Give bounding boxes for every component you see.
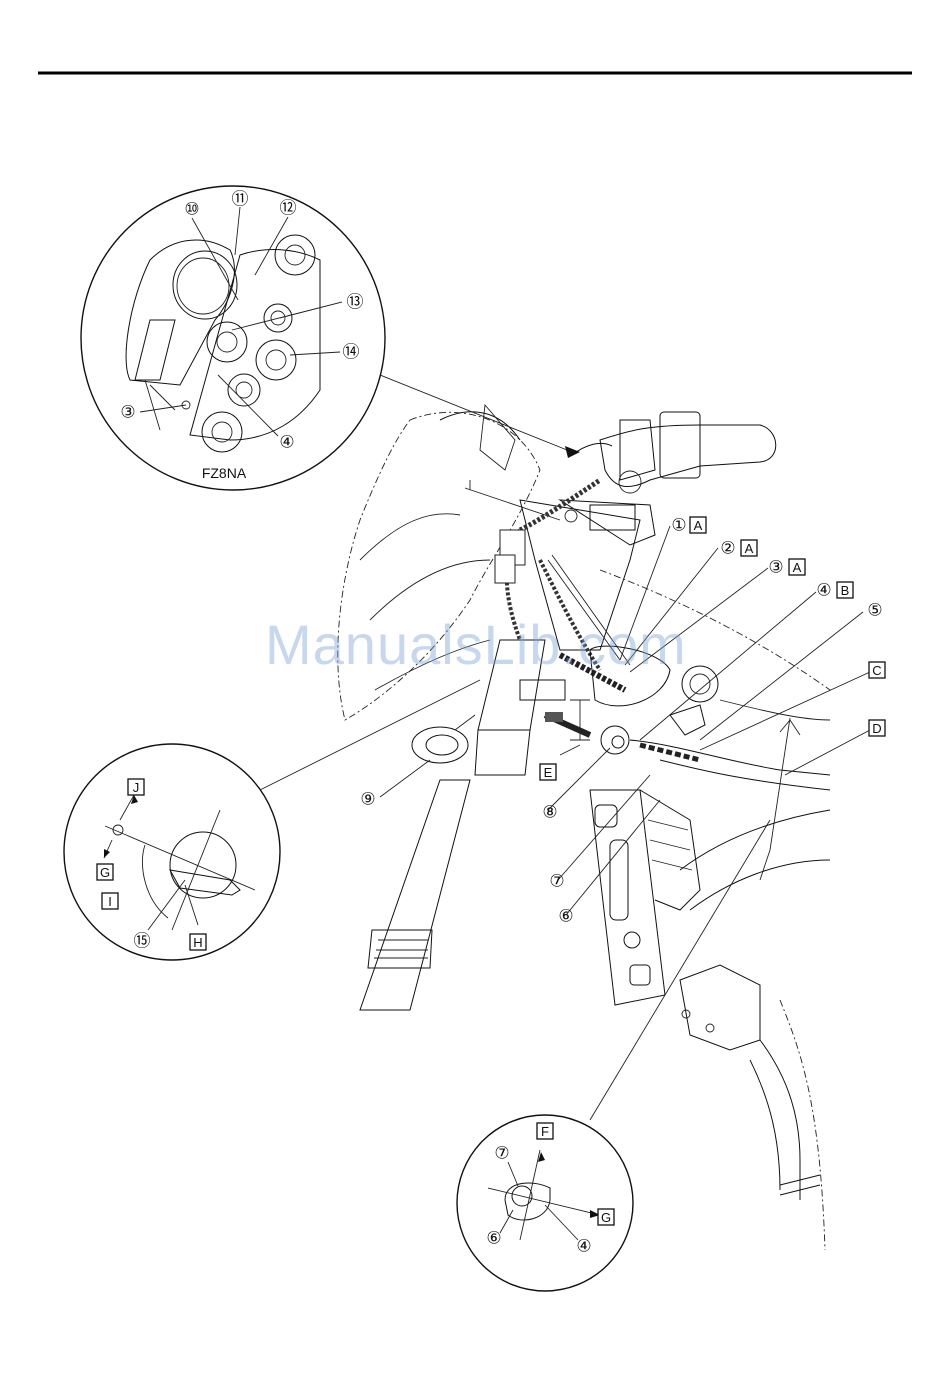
callout-c6-main: ⑥ [558,907,573,926]
callout-c3-main: ③ [768,558,783,577]
leader-detail-to-meter [380,375,572,452]
letter-text: G [100,865,110,880]
callout-number: ⑩ [184,200,199,219]
callout-number: ⑥ [558,907,573,926]
letter-box-g2: G [598,1209,614,1225]
letter-box-a3: A [789,559,805,575]
callout-c14-detail: ⑭ [343,343,360,362]
callout-number: ④ [816,581,831,600]
callout-number: ⑥ [486,1229,501,1248]
callout-c8-main: ⑧ [542,803,557,822]
wire-harness-bundle [495,480,630,690]
callout-c4-lower: ④ [576,1237,591,1256]
meter-detail-view: FZ8NA [81,186,385,490]
letter-text: A [694,518,703,533]
model-label: FZ8NA [202,465,247,481]
callout-number: ⑦ [494,1144,509,1163]
meter-arrow [565,446,580,458]
callout-number: ⑧ [542,803,557,822]
callout-number: ⑤ [867,601,882,620]
callout-c10-detail: ⑩ [184,200,199,219]
letter-text: G [601,1210,611,1225]
callout-c9-main: ⑨ [360,790,375,809]
callout-c12-detail: ⑫ [280,199,297,218]
angle-d-marker [760,718,800,880]
callout-c15-clamp: ⑮ [134,932,151,951]
callout-number: ② [720,539,735,558]
clamp-angle-detail [64,744,280,960]
callout-number: ⑨ [360,790,375,809]
callout-number: ④ [576,1237,591,1256]
letter-text: A [793,560,802,575]
callout-c3-detail: ③ [120,403,135,422]
frame-tube [680,810,830,1250]
letter-box-c: C [869,662,885,678]
callout-c11-detail: ⑪ [232,190,249,209]
callout-number: ⑮ [134,932,151,951]
letter-text: B [841,583,850,598]
hose-clamp-detail [457,1115,633,1291]
letter-text: C [872,663,881,678]
callout-number: ③ [120,403,135,422]
callout-c4-detail: ④ [279,433,294,452]
callout-number: ⑫ [280,199,297,218]
callout-number: ③ [768,558,783,577]
fork-guard-and-bracket [590,790,700,1005]
callout-number: ⑬ [347,293,364,312]
letter-box-i: I [102,893,118,909]
callout-number: ④ [279,433,294,452]
letter-text: E [544,765,553,780]
callout-c5-main: ⑤ [867,601,882,620]
letter-box-g1: G [97,864,113,880]
callout-leaders [380,526,870,915]
callout-c4-main: ④ [816,581,831,600]
leader-lower-detail [590,820,770,1120]
letter-text: J [133,780,140,795]
letter-box-a1: A [690,517,706,533]
letter-box-f: F [537,1123,553,1139]
callout-c13-detail: ⑬ [347,293,364,312]
callout-c1-main: ① [671,516,686,535]
letter-box-h: H [190,934,206,950]
handlebar-and-switch [572,412,776,493]
letter-box-e: E [540,764,556,780]
callout-number: ⑦ [549,872,564,891]
callout-c2-main: ② [720,539,735,558]
letter-text: I [108,894,112,909]
letter-text: H [193,935,202,950]
letter-box-j: J [128,779,144,795]
callout-c6-lower: ⑥ [486,1229,501,1248]
front-fork-assembly [360,640,565,1010]
callout-number: ⑪ [232,190,249,209]
letter-box-a2: A [741,540,757,556]
letter-text: F [541,1124,549,1139]
callout-number: ⑭ [343,343,360,362]
letter-box-d: D [869,720,885,736]
callout-c7-lower: ⑦ [494,1144,509,1163]
callout-number: ① [671,516,686,535]
letter-box-b: B [837,582,853,598]
letter-text: A [745,541,754,556]
callout-c7-main: ⑦ [549,872,564,891]
brake-hose-and-clamps [545,705,830,790]
letter-text: D [872,721,881,736]
horn [412,715,475,763]
